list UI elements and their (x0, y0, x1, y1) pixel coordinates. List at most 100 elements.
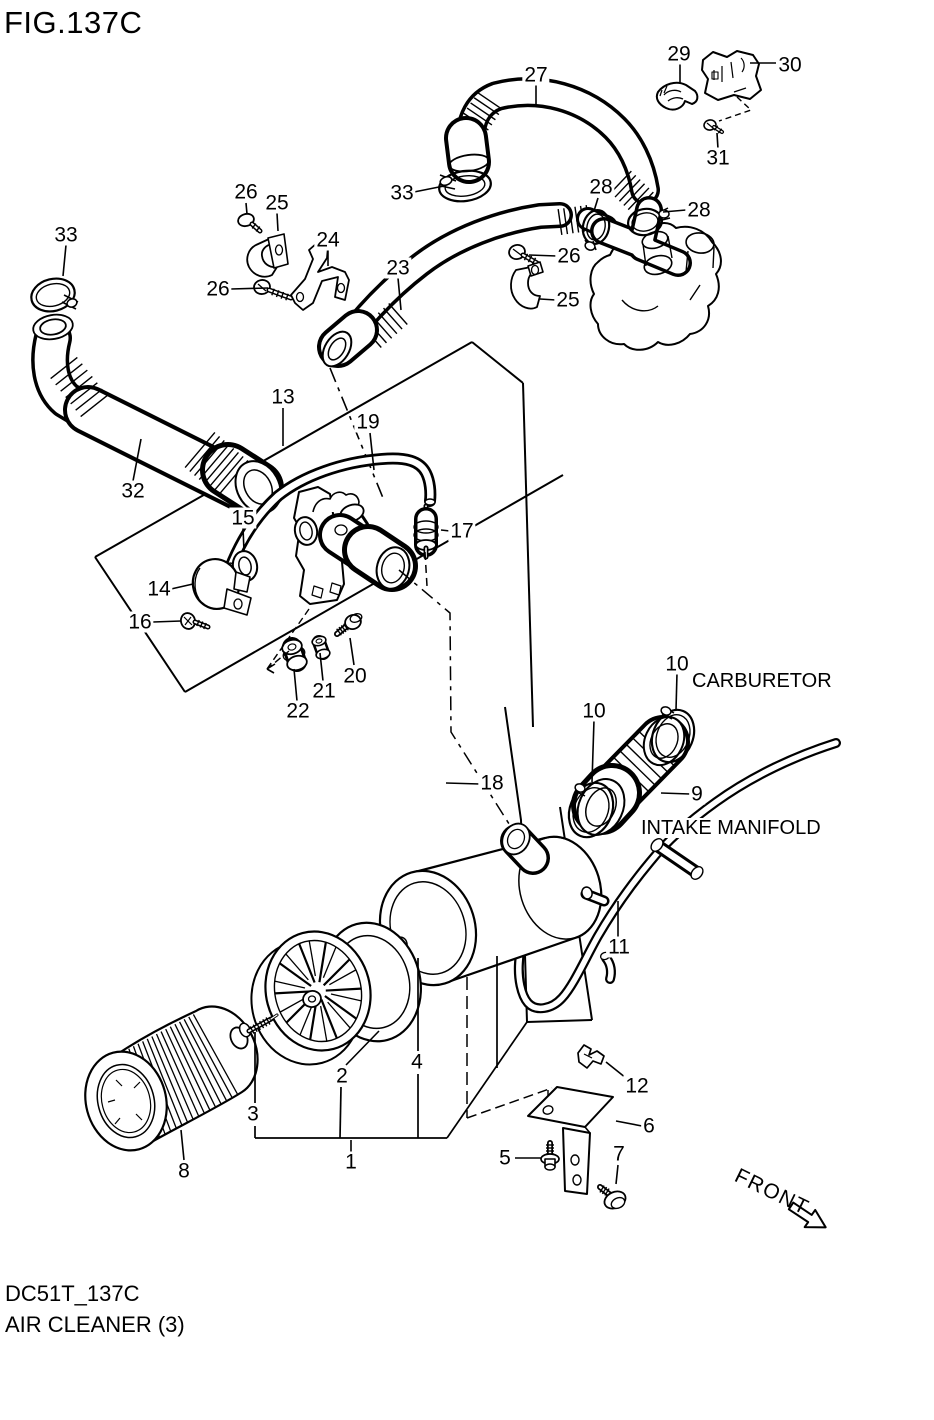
air-cleaner-case-4-part (581, 886, 593, 900)
filter-element-8-part (135, 1113, 143, 1121)
screw-26-left-part (285, 293, 289, 301)
screw-16-part (203, 622, 207, 630)
grommet-22-part (281, 638, 303, 656)
bolt-3-part (262, 1018, 268, 1027)
leader-lines-part (276, 212, 279, 232)
clamp-25-top (246, 233, 289, 278)
figure-title: FIG.137C (4, 5, 143, 40)
boot-clamp-10-lower-part (574, 783, 586, 793)
air-inlet-hose-32-part (39, 318, 67, 336)
leader-lines-part (445, 782, 481, 785)
bracket-24-part (290, 242, 350, 311)
bracket-30-part (701, 50, 762, 101)
air-inlet-hose-32-part (70, 382, 98, 405)
hose-clamp-28-left-part (584, 241, 596, 251)
part-callout-1: 1 (343, 1150, 359, 1174)
assembly-outline-1-part (466, 1087, 553, 1119)
spacer-21-part (315, 638, 323, 644)
air-hose-27-part (459, 80, 657, 202)
carburetor-boot-9-part (625, 743, 662, 779)
filter-element-8-part (183, 1019, 227, 1101)
grommet-22-part (287, 643, 297, 651)
air-hose-23-part (568, 207, 574, 234)
filter-element-8-part (107, 1099, 116, 1103)
bracket-24-part (295, 291, 305, 303)
boot-clamp-10-lower (567, 781, 615, 839)
label-carburetor: CARBURETOR (691, 670, 833, 692)
screw-31-part (706, 122, 714, 129)
inlet-cover-2-part (330, 993, 362, 1002)
leader-lines-part (319, 652, 324, 682)
screw-16-part (196, 619, 200, 627)
bracket-24 (290, 242, 350, 311)
part-callout-25: 25 (263, 191, 291, 215)
part-callout-6: 6 (641, 1114, 657, 1138)
valve-body-14a-part (334, 524, 348, 536)
bracket-plate-13-outline-part (471, 341, 524, 384)
part-callout-3: 3 (245, 1102, 261, 1126)
engine-joint-body-part (689, 284, 701, 301)
clip-29 (655, 81, 699, 111)
air-inlet-hose-32-part (60, 369, 88, 392)
hose-clamp-33-left-part (30, 277, 76, 313)
breather-hose-19-part (226, 455, 434, 572)
bracket-30 (701, 50, 762, 122)
leader-lines-part (675, 672, 678, 711)
part-callout-25: 25 (554, 288, 582, 312)
gasket-15-part (238, 556, 252, 576)
screw-26-left-part (280, 291, 285, 299)
part-callout-26: 26 (204, 277, 232, 301)
filter-element-8 (84, 1005, 259, 1152)
leader-lines-part (62, 244, 67, 277)
engine-joint-body-part (643, 254, 673, 276)
grommet-22 (281, 637, 308, 672)
leader-lines-part (716, 132, 719, 150)
bracket-plate-13-outline-part (329, 367, 384, 499)
leader-lines-part (615, 1120, 643, 1127)
part-callout-21: 21 (310, 679, 338, 703)
intake-manifold-stub (650, 838, 704, 880)
inlet-cover-2-part (273, 939, 363, 1043)
breather-hose-19-part (424, 498, 436, 506)
engine-joint-body (589, 196, 722, 351)
part-callout-18: 18 (478, 771, 506, 795)
boot-clamp-10-upper-part (660, 706, 672, 716)
inlet-cover-2-part (274, 990, 311, 995)
hose-clamp-33-middle-part (444, 175, 486, 197)
clip-29-part (659, 89, 663, 97)
leader-lines-part (132, 438, 142, 482)
part-callout-10: 10 (580, 699, 608, 723)
bolt-3-part (265, 1017, 271, 1025)
bracket-6-part (527, 1086, 614, 1128)
leader-lines-part (369, 432, 375, 471)
filter-element-8-part (188, 1016, 233, 1098)
air-hose-27-part (618, 179, 641, 202)
part-callout-2: 2 (334, 1064, 350, 1088)
part-callout-20: 20 (341, 664, 369, 688)
part-callout-13: 13 (269, 385, 297, 409)
screw-7-part (599, 1185, 605, 1193)
inlet-cover-2-part (302, 990, 322, 1008)
screw-26-right-part (527, 255, 533, 263)
hidden-lines-valve-part (266, 608, 310, 670)
hose-clamp-33-left-part (35, 282, 71, 308)
nut-26-top-part (251, 223, 261, 232)
engine-joint-body-part (667, 235, 673, 259)
part-callout-8: 8 (176, 1159, 192, 1183)
clamp-25-top-part (267, 233, 289, 269)
leader-lines-part (152, 620, 182, 623)
inlet-cover-2-part (299, 1003, 314, 1036)
inlet-cover-2-part (325, 987, 362, 992)
part-callout-16: 16 (126, 610, 154, 634)
figure-code: DC51T_137C (5, 1281, 140, 1306)
hose-clamp-33-left (30, 277, 79, 313)
inlet-cover-2-part (320, 999, 338, 1039)
bracket-6-part (572, 1174, 582, 1186)
valve-bracket-13-part (311, 585, 324, 599)
air-hose-23-part (382, 307, 403, 330)
inlet-cover-2-part (327, 1001, 351, 1029)
leader-lines-part (180, 1129, 185, 1161)
valve-17 (413, 503, 439, 560)
part-callout-23: 23 (384, 256, 412, 280)
air-hose-27-part (627, 187, 650, 211)
